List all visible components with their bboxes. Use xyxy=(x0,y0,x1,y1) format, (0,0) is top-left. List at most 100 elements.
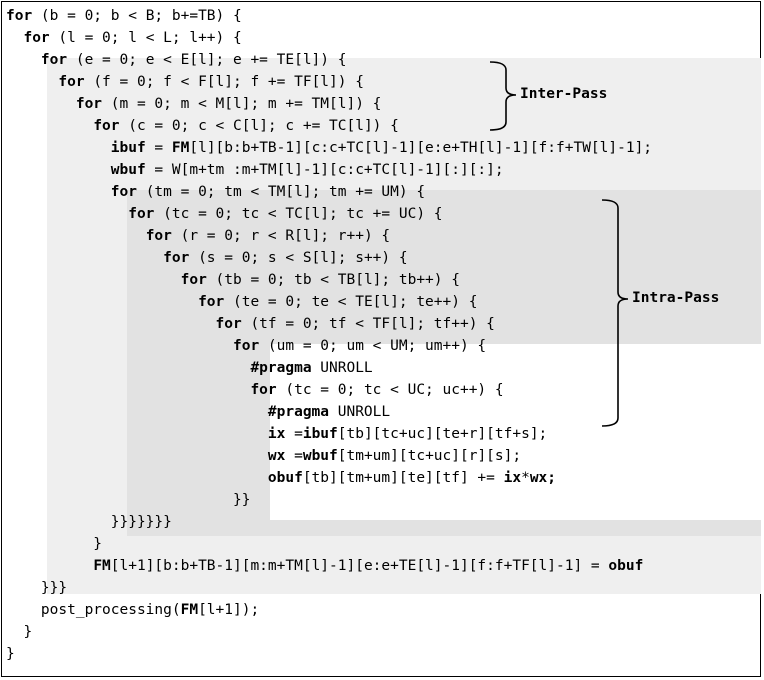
code-text: (c = 0; c < C[l]; c += TC[l]) { xyxy=(119,118,399,134)
unrolled-region xyxy=(270,344,761,520)
code-keyword: for xyxy=(128,206,155,222)
code-text: * xyxy=(521,470,530,486)
intra-pass-label: Intra-Pass xyxy=(632,290,720,306)
inter-pass-label: Inter-Pass xyxy=(520,86,608,102)
code-text: [tb][tm+um][te][tf] += xyxy=(302,470,504,486)
code-line: for (r = 0; r < R[l]; r++) { xyxy=(6,225,390,247)
code-line: obuf[tb][tm+um][te][tf] += ix*wx; xyxy=(6,467,556,489)
code-keyword: for xyxy=(110,184,137,200)
code-line: for (c = 0; c < C[l]; c += TC[l]) { xyxy=(6,115,399,137)
code-keyword: FM xyxy=(93,558,111,574)
code-keyword: FM xyxy=(171,140,190,156)
code-line: for (um = 0; um < UM; um++) { xyxy=(6,335,486,357)
code-keyword: for xyxy=(75,96,103,112)
code-keyword: #pragma xyxy=(267,404,330,420)
code-line: for (te = 0; te < TE[l]; te++) { xyxy=(6,291,477,313)
code-keyword: for xyxy=(23,30,50,46)
code-keyword: wx xyxy=(267,448,286,464)
code-line: } xyxy=(6,621,32,643)
code-text: (tc = 0; tc < TC[l]; tc += UC) { xyxy=(154,206,443,222)
inter-pass-bracket xyxy=(489,61,517,131)
code-line: wbuf = W[m+tm :m+TM[l]-1][c:c+TC[l]-1][:… xyxy=(6,159,504,181)
code-keyword: for xyxy=(232,338,260,354)
code-keyword: ibuf xyxy=(110,140,146,156)
code-text: UNROLL xyxy=(311,360,373,376)
code-text: (e = 0; e < E[l]; e += TE[l]) { xyxy=(67,52,347,68)
code-text: [l+1][b:b+TB-1][m:m+TM[l]-1][e:e+TE[l]-1… xyxy=(110,558,609,574)
code-line: for (tc = 0; tc < UC; uc++) { xyxy=(6,379,504,401)
code-text: [tb][tc+uc][te+r][tf+s]; xyxy=(337,426,548,442)
code-text: } xyxy=(6,536,103,552)
code-text: (m = 0; m < M[l]; m += TM[l]) { xyxy=(102,96,382,112)
code-line: ix =ibuf[tb][tc+uc][te+r][tf+s]; xyxy=(6,423,547,445)
code-text: }}}}}}} xyxy=(6,514,172,530)
code-text: = xyxy=(145,140,172,156)
code-keyword: for xyxy=(40,52,68,68)
code-text: = xyxy=(285,426,303,442)
code-text: (te = 0; te < TE[l]; te++) { xyxy=(224,294,478,310)
code-keyword: wbuf xyxy=(302,448,338,464)
code-text: } xyxy=(6,646,15,662)
code-line: for (f = 0; f < F[l]; f += TF[l]) { xyxy=(6,71,364,93)
code-line: } xyxy=(6,643,15,665)
code-text: (f = 0; f < F[l]; f += TF[l]) { xyxy=(84,74,364,90)
code-line: #pragma UNROLL xyxy=(6,357,373,379)
code-text: (tc = 0; tc < UC; uc++) { xyxy=(276,382,504,398)
code-text: post_processing( xyxy=(6,602,181,618)
code-keyword: obuf xyxy=(608,558,644,574)
code-line: for (e = 0; e < E[l]; e += TE[l]) { xyxy=(6,49,347,71)
code-text: } xyxy=(6,624,33,640)
code-keyword: for xyxy=(180,272,207,288)
code-text: (um = 0; um < UM; um++) { xyxy=(259,338,487,354)
code-keyword: for xyxy=(145,228,172,244)
code-line: for (m = 0; m < M[l]; m += TM[l]) { xyxy=(6,93,382,115)
code-line: for (tf = 0; tf < TF[l]; tf++) { xyxy=(6,313,495,335)
code-line: for (tm = 0; tm < TM[l]; tm += UM) { xyxy=(6,181,425,203)
code-text: (tm = 0; tm < TM[l]; tm += UM) { xyxy=(136,184,426,200)
code-line: for (l = 0; l < L; l++) { xyxy=(6,27,241,49)
code-text: (tb = 0; tb < TB[l]; tb++) { xyxy=(206,272,460,288)
code-text: = xyxy=(285,448,303,464)
code-keyword: FM xyxy=(180,602,199,618)
code-keyword: wx; xyxy=(529,470,557,486)
code-text: (tf = 0; tf < TF[l]; tf++) { xyxy=(241,316,495,332)
code-line: post_processing(FM[l+1]); xyxy=(6,599,259,621)
code-keyword: ibuf xyxy=(302,426,338,442)
code-text: }} xyxy=(6,492,251,508)
code-text: [l][b:b+TB-1][c:c+TC[l]-1][e:e+TH[l]-1][… xyxy=(189,140,653,156)
code-text: = W[m+tm :m+TM[l]-1][c:c+TC[l]-1][:][:]; xyxy=(145,162,504,178)
code-text: (b = 0; b < B; b+=TB) { xyxy=(32,8,242,24)
code-text: (r = 0; r < R[l]; r++) { xyxy=(171,228,391,244)
code-line: ibuf = FM[l][b:b+TB-1][c:c+TC[l]-1][e:e+… xyxy=(6,137,652,159)
code-keyword: for xyxy=(93,118,120,134)
code-text: [tm+um][tc+uc][r][s]; xyxy=(337,448,522,464)
code-text: [l+1]); xyxy=(198,602,260,618)
code-keyword: for xyxy=(198,294,225,310)
code-keyword: for xyxy=(250,382,277,398)
code-line: for (b = 0; b < B; b+=TB) { xyxy=(6,5,242,27)
intra-pass-bracket xyxy=(601,199,629,427)
code-keyword: for xyxy=(6,8,33,24)
code-keyword: obuf xyxy=(267,470,303,486)
code-line: wx =wbuf[tm+um][tc+uc][r][s]; xyxy=(6,445,521,467)
code-keyword: for xyxy=(163,250,190,266)
code-keyword: for xyxy=(58,74,85,90)
code-line: }}} xyxy=(6,577,67,599)
code-line: FM[l+1][b:b+TB-1][m:m+TM[l]-1][e:e+TE[l]… xyxy=(6,555,643,577)
code-line: } xyxy=(6,533,102,555)
code-line: for (tc = 0; tc < TC[l]; tc += UC) { xyxy=(6,203,443,225)
code-text: }}} xyxy=(6,580,68,596)
code-keyword: ix xyxy=(503,470,522,486)
code-line: for (tb = 0; tb < TB[l]; tb++) { xyxy=(6,269,460,291)
code-text: UNROLL xyxy=(329,404,391,420)
code-line: }}}}}}} xyxy=(6,511,172,533)
code-keyword: for xyxy=(215,316,242,332)
code-keyword: #pragma xyxy=(250,360,312,376)
code-line: #pragma UNROLL xyxy=(6,401,390,423)
code-keyword: wbuf xyxy=(110,162,146,178)
code-keyword: ix xyxy=(267,426,286,442)
code-text: (s = 0; s < S[l]; s++) { xyxy=(189,250,408,266)
code-line: for (s = 0; s < S[l]; s++) { xyxy=(6,247,408,269)
